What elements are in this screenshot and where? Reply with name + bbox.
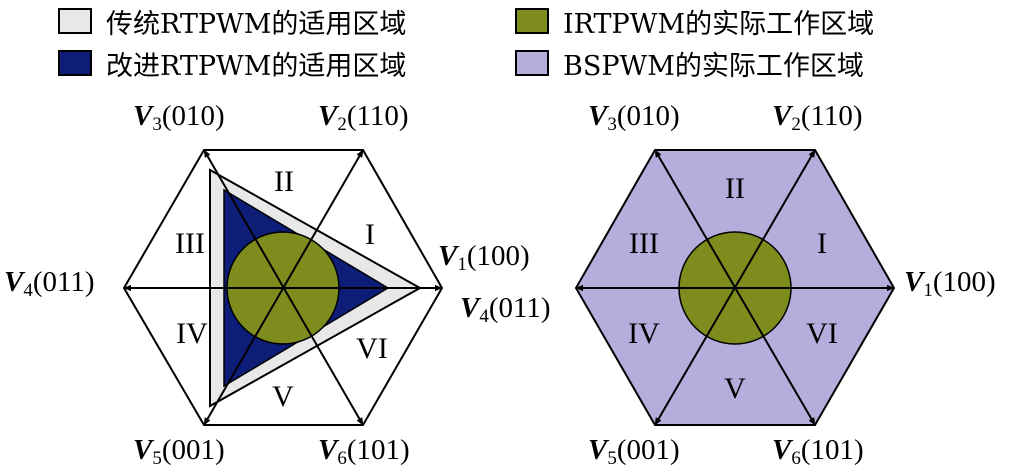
vector-code: (001) bbox=[161, 434, 225, 466]
legend-item-improved-rtpwm: 改进RTPWM的适用区域 bbox=[58, 44, 406, 82]
vector-subscript: 6 bbox=[337, 448, 347, 469]
vector-code: (010) bbox=[161, 100, 225, 132]
legend-label: 传统RTPWM的适用区域 bbox=[106, 8, 407, 40]
left-sector-3: III bbox=[175, 227, 205, 260]
right-label-v6: V6(101) bbox=[772, 434, 864, 469]
vector-code: (010) bbox=[616, 100, 680, 132]
vector-code: (100) bbox=[466, 240, 530, 272]
left-hexagon-diagram: V3(010) V2(110) V1(100) V4(011) V5(001) … bbox=[0, 84, 1014, 471]
legend-swatch-light-gray bbox=[58, 8, 92, 34]
vector-subscript: 5 bbox=[607, 448, 617, 469]
vector-subscript: 2 bbox=[791, 114, 801, 135]
right-sector-5: V bbox=[724, 372, 746, 405]
left-sector-1: I bbox=[365, 218, 375, 251]
left-sector-2: II bbox=[274, 165, 294, 198]
vector-symbol: V bbox=[772, 434, 792, 466]
vector-symbol: V bbox=[438, 240, 458, 272]
vector-code: (001) bbox=[616, 434, 680, 466]
right-sector-6: VI bbox=[806, 317, 838, 350]
legend-label: IRTPWM的实际工作区域 bbox=[563, 8, 875, 40]
legend-swatch-olive bbox=[515, 8, 549, 34]
left-sector-5: V bbox=[272, 380, 294, 413]
left-label-v3: V3(010) bbox=[133, 100, 225, 135]
legend-swatch-lavender bbox=[515, 50, 549, 76]
vector-symbol: V bbox=[318, 434, 338, 466]
left-label-v2: V2(110) bbox=[318, 100, 409, 135]
vector-code: (011) bbox=[32, 266, 95, 298]
right-label-v4: V4(011) bbox=[460, 292, 551, 327]
vector-symbol: V bbox=[772, 100, 792, 132]
right-label-v5: V5(001) bbox=[588, 434, 680, 469]
right-label-v3: V3(010) bbox=[588, 100, 680, 135]
left-label-v1: V1(100) bbox=[438, 240, 530, 275]
right-label-v2: V2(110) bbox=[772, 100, 863, 135]
vector-subscript: 4 bbox=[23, 280, 33, 301]
right-arrow-v3 bbox=[654, 149, 816, 426]
right-label-v1: V1(100) bbox=[904, 266, 996, 301]
right-diagram-svg bbox=[574, 149, 896, 426]
vector-code: (100) bbox=[932, 266, 996, 298]
left-sector-6: VI bbox=[356, 332, 388, 365]
vector-code: (110) bbox=[800, 100, 863, 132]
legend-item-bspwm: BSPWM的实际工作区域 bbox=[515, 44, 864, 82]
vector-subscript: 1 bbox=[923, 280, 933, 301]
right-vector-arrows bbox=[575, 149, 895, 426]
vector-subscript: 3 bbox=[152, 114, 162, 135]
vector-code: (101) bbox=[346, 434, 410, 466]
vector-subscript: 1 bbox=[457, 254, 467, 275]
vector-subscript: 3 bbox=[607, 114, 617, 135]
vector-subscript: 2 bbox=[337, 114, 347, 135]
left-vector-arrows bbox=[123, 149, 443, 426]
legend-swatch-navy bbox=[58, 50, 92, 76]
right-sector-1: I bbox=[817, 227, 827, 260]
vector-subscript: 5 bbox=[152, 448, 162, 469]
vector-subscript: 6 bbox=[791, 448, 801, 469]
vector-symbol: V bbox=[133, 100, 153, 132]
left-label-v4: V4(011) bbox=[4, 266, 95, 301]
vector-symbol: V bbox=[318, 100, 338, 132]
vector-symbol: V bbox=[460, 292, 480, 324]
legend-label: 改进RTPWM的适用区域 bbox=[106, 50, 407, 82]
right-sector-3: III bbox=[629, 227, 659, 260]
vector-code: (110) bbox=[346, 100, 409, 132]
vector-code: (101) bbox=[800, 434, 864, 466]
right-sector-2: II bbox=[725, 172, 745, 205]
vector-subscript: 4 bbox=[479, 306, 489, 327]
left-label-v6: V6(101) bbox=[318, 434, 410, 469]
vector-symbol: V bbox=[588, 434, 608, 466]
vector-symbol: V bbox=[4, 266, 24, 298]
left-label-v5: V5(001) bbox=[133, 434, 225, 469]
legend-item-traditional-rtpwm: 传统RTPWM的适用区域 bbox=[58, 2, 406, 40]
legend-item-irtpwm: IRTPWM的实际工作区域 bbox=[515, 2, 874, 40]
vector-code: (011) bbox=[488, 292, 551, 324]
legend-label: BSPWM的实际工作区域 bbox=[563, 50, 864, 82]
right-sector-4: IV bbox=[628, 317, 660, 350]
right-hexagon-diagram: V3(010) V2(110) V1(100) V4(011) V5(001) … bbox=[0, 84, 1014, 471]
left-diagram-svg bbox=[122, 149, 444, 426]
arrow-v3 bbox=[203, 149, 364, 426]
vector-symbol: V bbox=[588, 100, 608, 132]
vector-symbol: V bbox=[133, 434, 153, 466]
legend: 传统RTPWM的适用区域 IRTPWM的实际工作区域 改进RTPWM的适用区域 … bbox=[0, 0, 1014, 84]
left-sector-4: IV bbox=[176, 317, 208, 350]
vector-symbol: V bbox=[904, 266, 924, 298]
